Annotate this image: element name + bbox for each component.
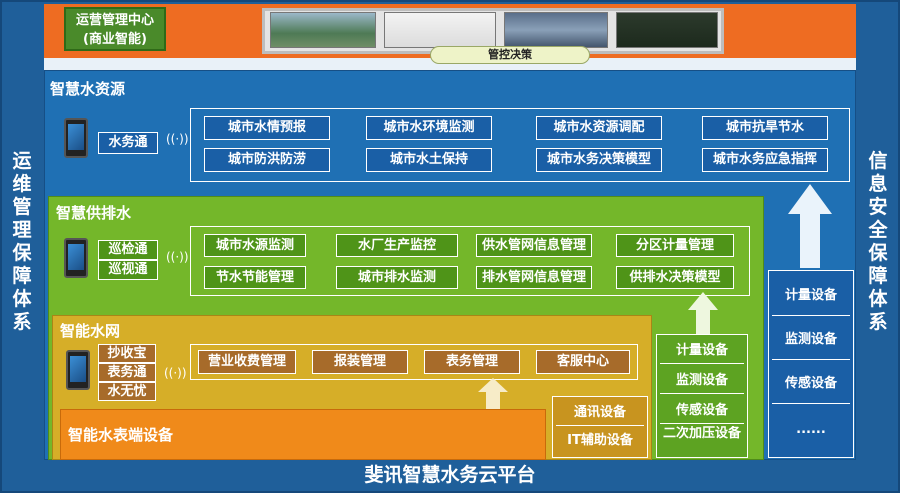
wireless-signal-icon: ((·)) [166,250,189,264]
operation-center-line2: (商业智能) [83,32,147,47]
wireless-signal-icon: ((·)) [164,366,187,380]
smart-net-box [190,344,638,380]
wr-item[interactable]: 城市水环境监测 [366,116,492,140]
smart-net-title: 智能水网 [60,322,121,340]
wr-item[interactable]: 城市水资源调配 [536,116,662,140]
green-device-column [656,334,748,458]
water-resource-box [190,108,850,182]
sd-item[interactable]: 节水节能管理 [204,266,306,289]
mobile-phone-icon [66,350,90,390]
wireless-signal-icon: ((·)) [166,132,189,146]
screen-thumbnail [504,12,608,48]
up-arrow-icon [688,292,718,334]
blue-device-item: 传感设备 [772,364,850,404]
meter-device-panel [60,409,546,460]
wr-item[interactable]: 城市水务应急指挥 [702,148,828,172]
app-xunjiantong[interactable]: 巡检通 [98,240,158,260]
blue-device-item: ...... [796,422,826,437]
supply-drain-title: 智慧供排水 [56,204,132,222]
right-side-label: 信息安全保障体系 [868,150,888,333]
sd-item[interactable]: 水厂生产监控 [336,234,458,257]
water-resource-title: 智慧水资源 [50,80,126,98]
sn-item[interactable]: 客服中心 [536,350,630,374]
green-device-item: 监测设备 [660,368,744,394]
green-device-item: 传感设备 [660,398,744,424]
platform-title: 斐讯智慧水务云平台 [364,464,536,486]
green-device-item: 计量设备 [660,338,744,364]
app-xunshitong[interactable]: 巡视通 [98,260,158,280]
sd-item[interactable]: 供水管网信息管理 [476,234,592,257]
operation-center-line1: 运营管理中心 [75,13,154,28]
operation-center-label: 运营管理中心 (商业智能) [64,7,166,51]
sd-item[interactable]: 城市水源监测 [204,234,306,257]
blue-device-item: 监测设备 [772,320,850,360]
wr-item[interactable]: 城市水情预报 [204,116,330,140]
up-arrow-icon [478,378,508,410]
mid-device-item: 通讯设备 [556,400,644,426]
app-shuiwuyou[interactable]: 水无忧 [98,382,156,401]
mobile-phone-icon [64,238,88,278]
app-chaoshoubao[interactable]: 抄收宝 [98,344,156,363]
supply-drain-box [190,226,750,296]
mobile-phone-icon [64,118,88,158]
sn-item[interactable]: 营业收费管理 [198,350,296,374]
blue-device-column [768,270,854,458]
screen-thumbnail [616,12,718,48]
sn-item[interactable]: 报装管理 [312,350,408,374]
sd-item[interactable]: 分区计量管理 [616,234,734,257]
decision-label: 管控决策 [430,46,590,64]
wr-item[interactable]: 城市防洪防涝 [204,148,330,172]
sd-item[interactable]: 排水管网信息管理 [476,266,592,289]
wr-item[interactable]: 城市水务决策模型 [536,148,662,172]
up-arrow-icon [788,184,832,268]
screen-thumbnail [384,12,496,48]
mid-device-column [552,396,648,458]
app-biaowutong[interactable]: 表务通 [98,363,156,382]
blue-device-item: 计量设备 [772,276,850,316]
sd-item[interactable]: 供排水决策模型 [616,266,734,289]
sd-item[interactable]: 城市排水监测 [336,266,458,289]
mid-device-item: IT辅助设备 [567,433,633,448]
screen-thumbnail [270,12,376,48]
app-shuiwutong[interactable]: 水务通 [98,132,158,154]
sn-item[interactable]: 表务管理 [424,350,520,374]
green-device-item: 二次加压设备 [662,426,741,441]
wr-item[interactable]: 城市水土保持 [366,148,492,172]
meter-device-title: 智能水表端设备 [68,426,174,444]
wr-item[interactable]: 城市抗旱节水 [702,116,828,140]
left-side-label: 运维管理保障体系 [12,150,32,333]
